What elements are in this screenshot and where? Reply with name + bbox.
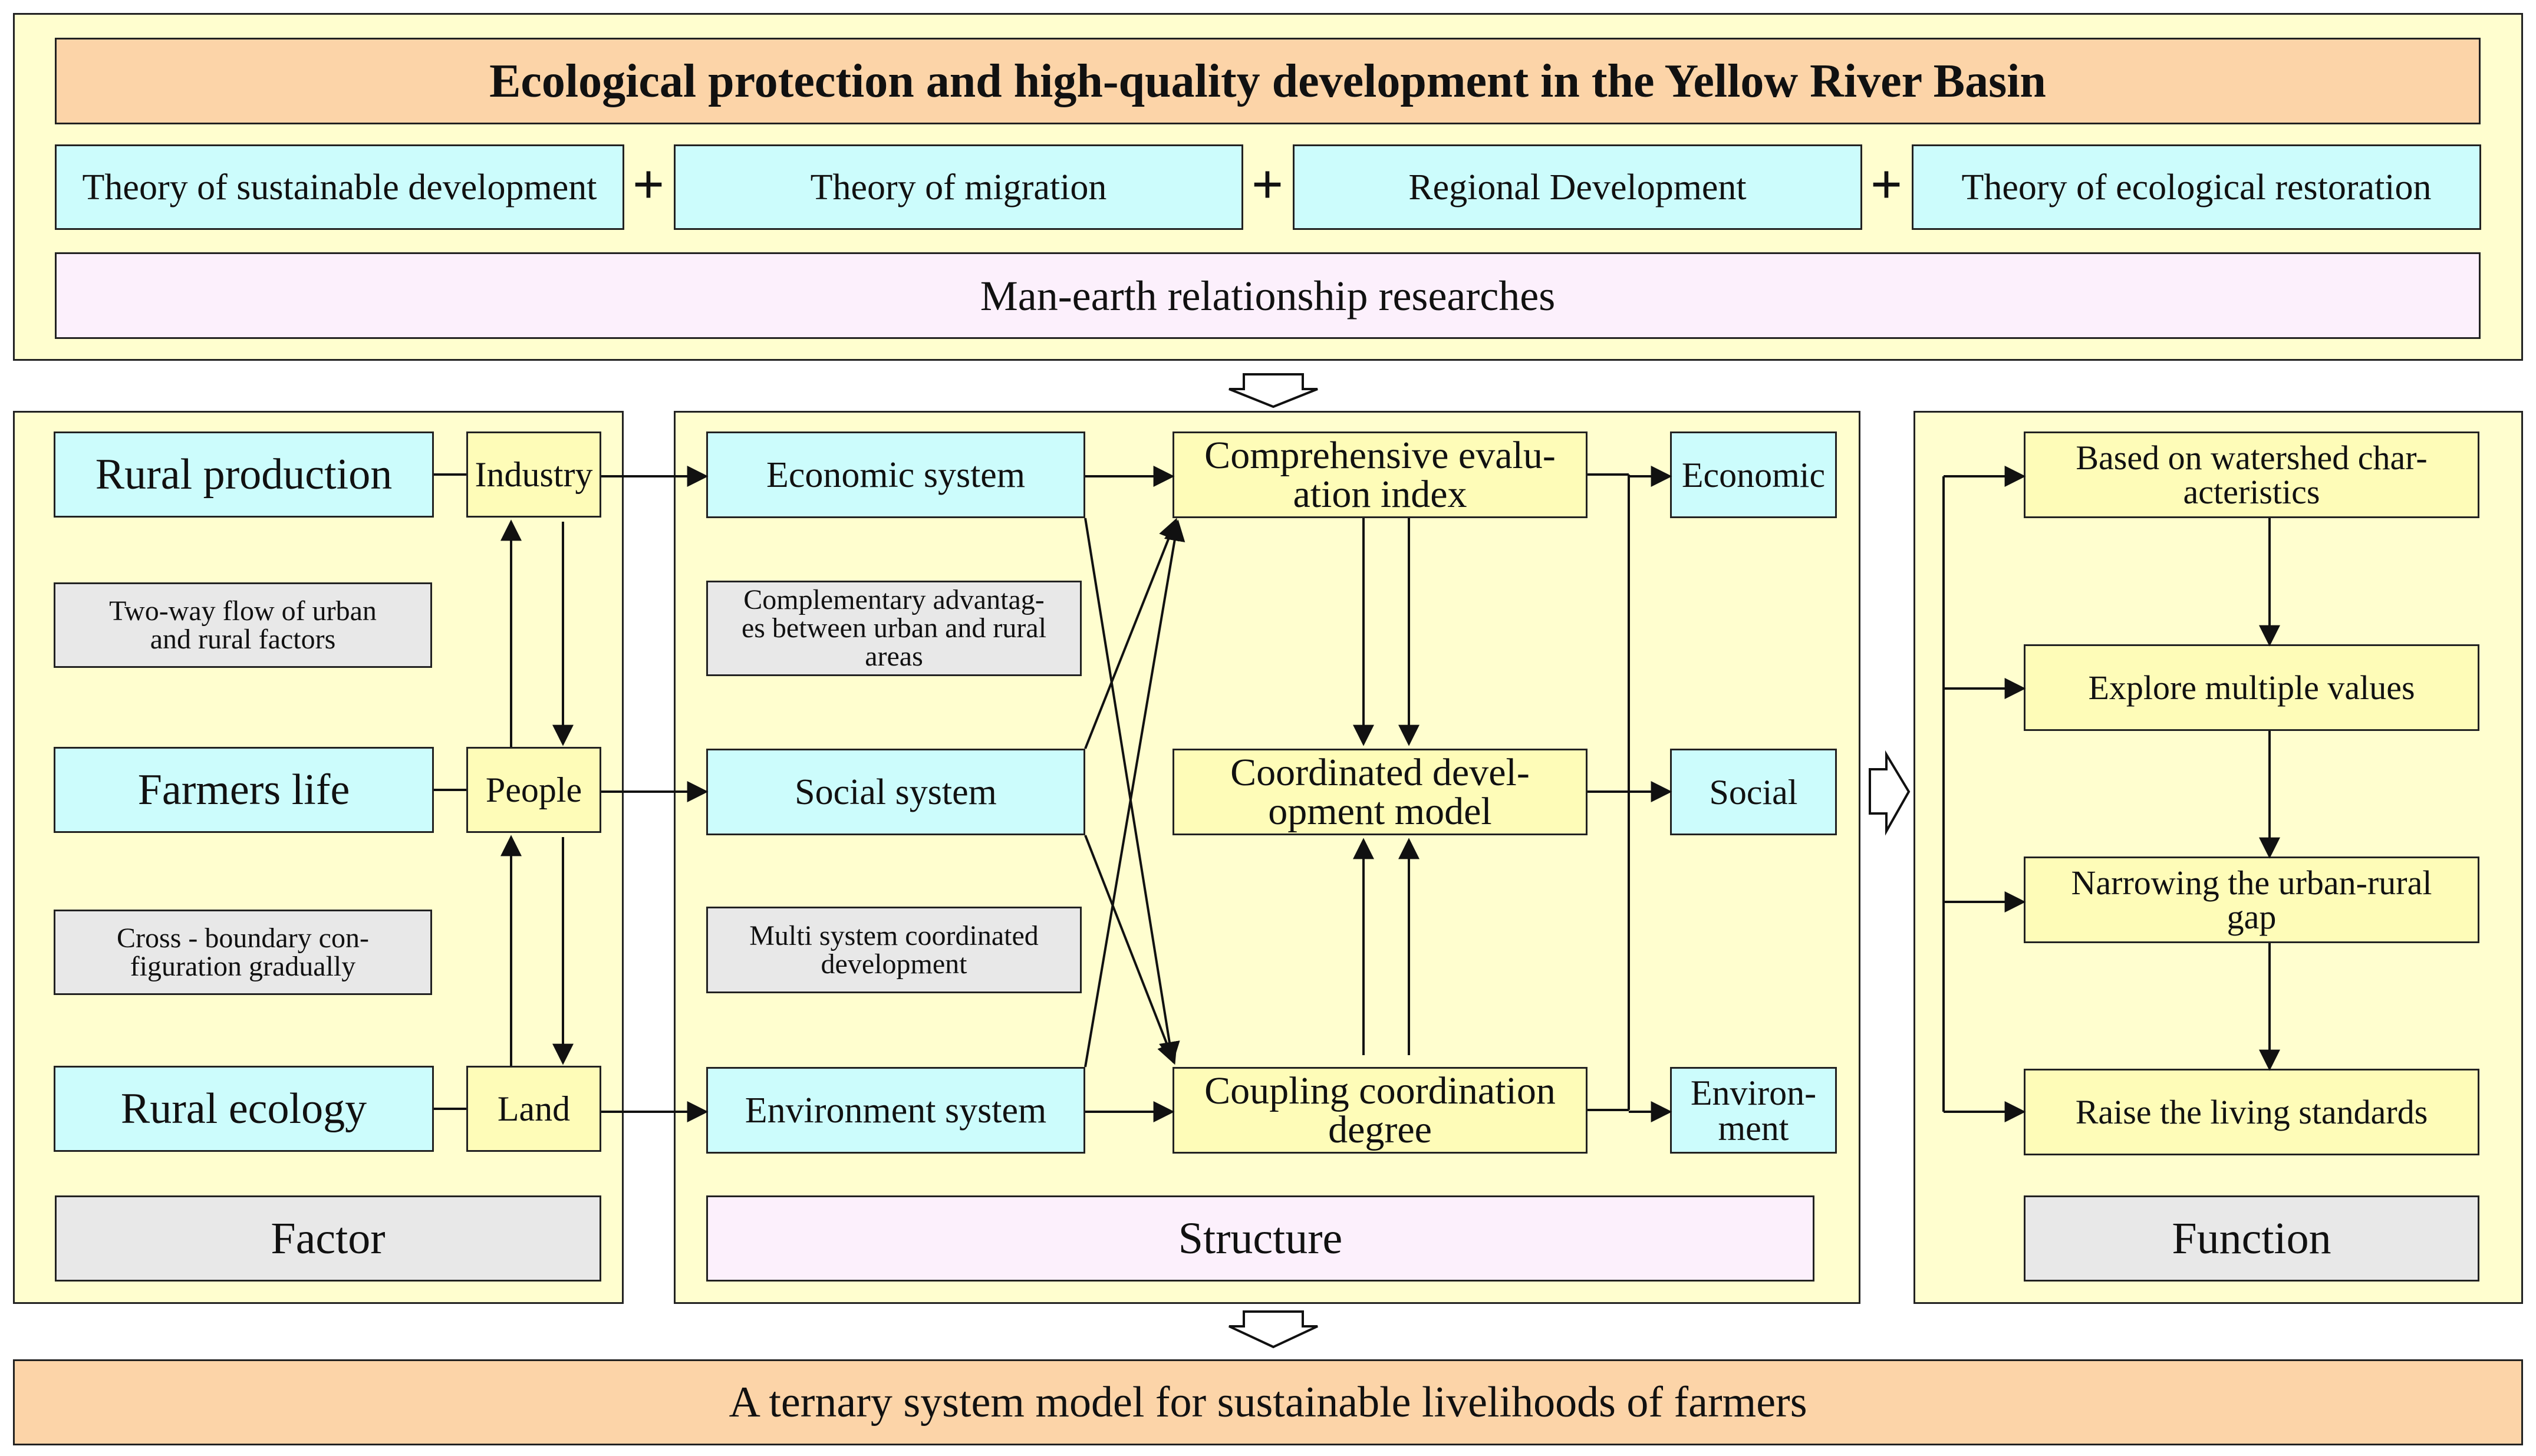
plus-sign-2: + <box>1251 153 1284 216</box>
model-coupling-coordination: Coupling coordination degree <box>1173 1067 1588 1154</box>
theory-sustainable-development: Theory of sustainable development <box>55 144 624 230</box>
bottom-title: A ternary system model for sustainable l… <box>13 1359 2523 1445</box>
factor-item-farmers-life: Farmers life <box>54 747 434 833</box>
factor-panel <box>13 411 624 1304</box>
factor-note-two-way-flow: Two-way flow of urban and rural factors <box>54 582 432 668</box>
man-earth-research: Man-earth relationship researches <box>55 252 2481 339</box>
factor-label: Factor <box>55 1195 601 1282</box>
structure-note-complementary: Complementary advantag- es between urban… <box>706 581 1082 676</box>
function-label: Function <box>2024 1195 2479 1282</box>
output-environment: Environ- ment <box>1670 1067 1837 1154</box>
factor-element-industry: Industry <box>466 431 601 518</box>
function-step-narrowing-gap: Narrowing the urban-rural gap <box>2024 857 2479 943</box>
system-social: Social system <box>706 749 1085 835</box>
system-environment: Environment system <box>706 1067 1085 1154</box>
factor-element-people: People <box>466 747 601 833</box>
hollow-right-arrow <box>1869 750 1911 836</box>
structure-note-multi-system: Multi system coordinated development <box>706 907 1082 993</box>
main-title: Ecological protection and high-quality d… <box>55 38 2481 124</box>
plus-sign-1: + <box>632 153 665 216</box>
factor-note-cross-boundary: Cross - boundary con- figuration gradual… <box>54 910 432 995</box>
system-economic: Economic system <box>706 431 1085 518</box>
plus-sign-3: + <box>1870 153 1903 216</box>
factor-element-land: Land <box>466 1066 601 1152</box>
hollow-down-arrow-bottom <box>1229 1310 1318 1349</box>
factor-item-rural-production: Rural production <box>54 431 434 518</box>
model-comprehensive-evaluation: Comprehensive evalu- ation index <box>1173 431 1588 518</box>
structure-panel <box>674 411 1860 1304</box>
theory-migration: Theory of migration <box>674 144 1243 230</box>
hollow-down-arrow-top <box>1229 373 1318 409</box>
structure-label: Structure <box>706 1195 1814 1282</box>
model-coordinated-development: Coordinated devel- opment model <box>1173 749 1588 835</box>
theory-regional-development: Regional Development <box>1293 144 1862 230</box>
function-step-explore-values: Explore multiple values <box>2024 644 2479 731</box>
theory-ecological-restoration: Theory of ecological restoration <box>1912 144 2481 230</box>
output-economic: Economic <box>1670 431 1837 518</box>
function-step-living-standards: Raise the living standards <box>2024 1069 2479 1155</box>
factor-item-rural-ecology: Rural ecology <box>54 1066 434 1152</box>
output-social: Social <box>1670 749 1837 835</box>
